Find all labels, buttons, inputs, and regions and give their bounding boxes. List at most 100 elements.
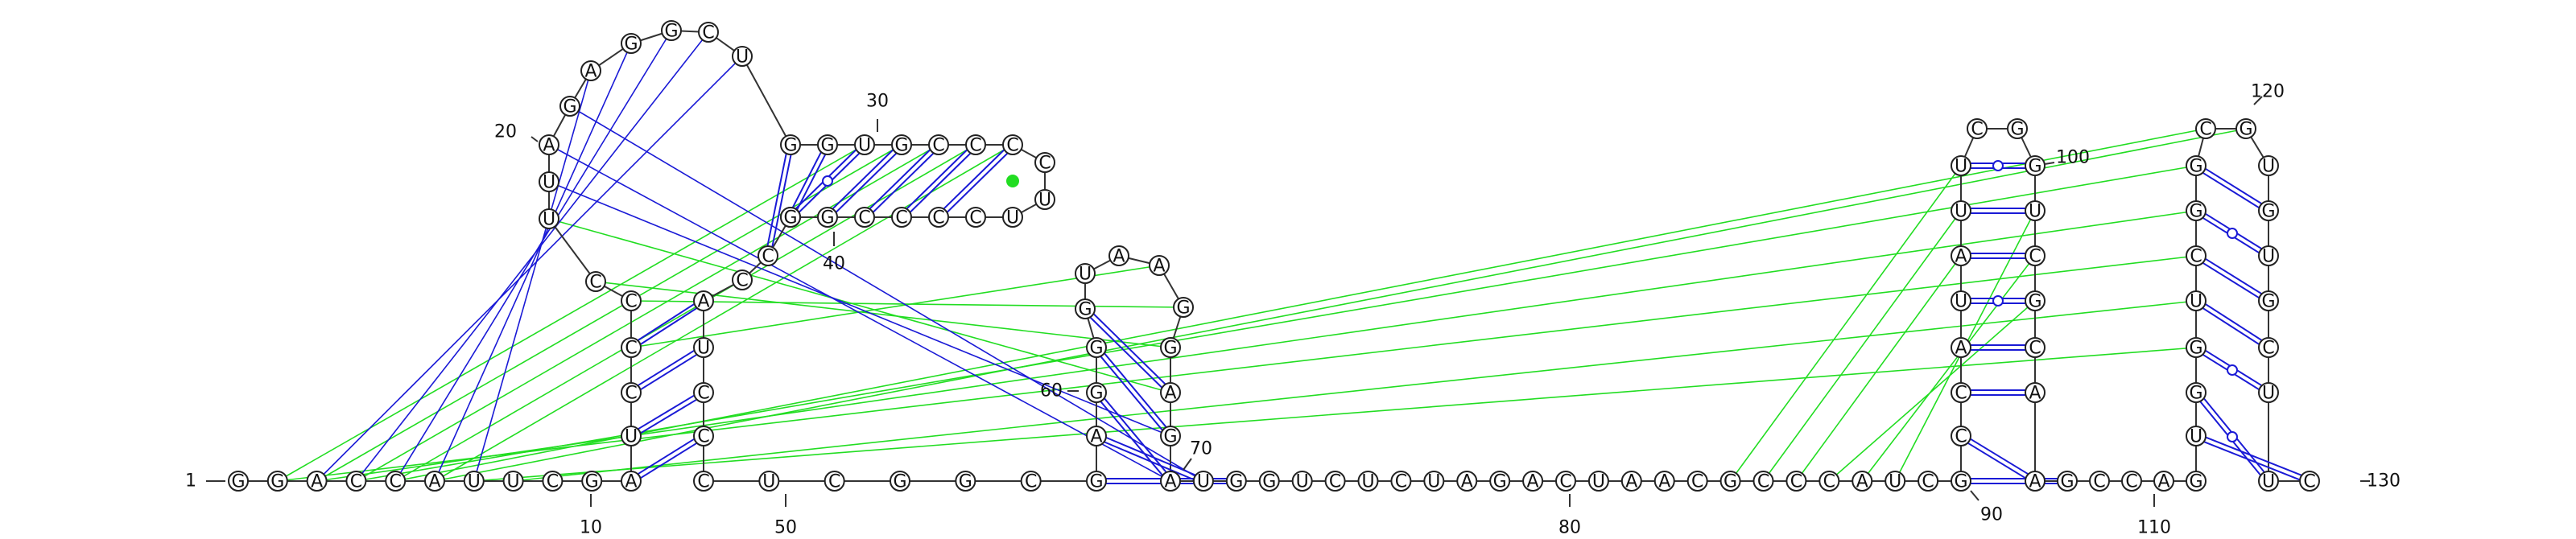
nucleotide-letter: U	[625, 427, 638, 447]
position-number: 1	[185, 471, 196, 492]
nucleotide-61: A	[1108, 245, 1129, 267]
nucleotide-letter: G	[231, 472, 245, 492]
nucleotide-110: C	[2121, 471, 2142, 492]
nucleotide-letter: U	[1006, 208, 1019, 228]
nucleotide-24: C	[698, 22, 719, 43]
green-link	[434, 128, 2247, 482]
nucleotide-circle	[2195, 118, 2216, 139]
nucleotide-circle	[621, 33, 642, 54]
nucleotide-circle	[965, 134, 986, 155]
nucleotide-126: C	[2258, 337, 2279, 359]
base-pair-lines	[629, 142, 2311, 484]
nucleotide-circle	[621, 382, 642, 403]
nucleotide-39: C	[854, 207, 875, 228]
position-number: 10	[580, 518, 602, 538]
nucleotide-circle	[854, 207, 875, 228]
nucleotide-129: C	[2299, 471, 2320, 492]
nucleotide-11: A	[621, 471, 642, 492]
nucleotide-circle	[965, 207, 986, 228]
nucleotide-letter: G	[1163, 427, 1177, 447]
nucleotide-letter: C	[828, 472, 840, 492]
nucleotide-letter: G	[2060, 472, 2074, 492]
nucleotide-73: U	[1357, 471, 1379, 492]
green-link	[1795, 255, 1962, 482]
nucleotide-114: G	[2186, 382, 2207, 404]
nucleotide-letter: U	[762, 472, 775, 492]
position-tick	[1970, 490, 1979, 501]
nucleotide-22: G	[621, 33, 642, 55]
gu-pair-marker	[822, 175, 833, 187]
nucleotide-10: G	[581, 471, 603, 492]
nucleotide-letter: U	[2262, 384, 2275, 404]
nucleotide-14: C	[621, 337, 642, 359]
nucleotide-letter: U	[1197, 472, 1210, 492]
nucleotide-40: G	[817, 207, 838, 228]
nucleotide-letter: G	[820, 208, 834, 228]
nucleotide-letter: G	[959, 472, 972, 492]
nucleotide-letter: U	[858, 136, 871, 156]
nucleotide-letter: U	[2029, 202, 2041, 222]
nucleotide-circle	[463, 471, 485, 492]
nucleotide-circle	[2057, 471, 2078, 492]
green-link	[1828, 300, 2036, 482]
nucleotide-circle	[266, 471, 288, 492]
nucleotide-113: U	[2186, 426, 2207, 447]
nucleotide-47: C	[693, 382, 714, 404]
nucleotide-letter: C	[2199, 120, 2211, 140]
position-label-70: 70	[1183, 439, 1212, 471]
nucleotide-circle	[1086, 382, 1107, 403]
nucleotide-35: U	[1002, 207, 1023, 228]
nucleotide-circle	[585, 271, 606, 292]
nucleotide-123: G	[2258, 200, 2279, 222]
nucleotide-letter: G	[783, 208, 797, 228]
green-link	[316, 144, 902, 482]
nucleotide-letter: U	[1955, 202, 1967, 222]
base-pair-line	[632, 302, 706, 351]
nucleotide-letter: G	[2010, 120, 2024, 140]
nucleotide-4: C	[345, 471, 367, 492]
nucleotide-circle	[1160, 337, 1181, 358]
position-tick	[2044, 162, 2055, 165]
base-pair-line	[825, 142, 901, 216]
nucleotide-circle	[1752, 471, 1774, 492]
base-pair-line	[2194, 257, 2268, 304]
nucleotide-circle	[621, 471, 642, 492]
blue-link	[569, 105, 1204, 482]
nucleotide-circle	[891, 207, 912, 228]
nucleotide-letter: G	[1176, 298, 1190, 319]
nucleotide-letter: G	[1954, 472, 1967, 492]
nucleotide-108: G	[2057, 471, 2078, 492]
nucleotide-circle	[2007, 118, 2028, 139]
nucleotide-90: C	[1918, 471, 1939, 492]
nucleotide-57: G	[1086, 382, 1107, 404]
nucleotide-circle	[1522, 471, 1544, 492]
nucleotide-letter: G	[1078, 300, 1092, 320]
nucleotide-circle	[228, 471, 249, 492]
nucleotide-93: C	[1951, 382, 1971, 404]
nucleotide-circle	[780, 134, 801, 155]
nucleotide-112: G	[2186, 471, 2207, 492]
blue-link	[394, 30, 672, 482]
nucleotide-letter: C	[1691, 472, 1703, 492]
nucleotide-31: C	[965, 134, 986, 156]
position-label-30: 30	[866, 92, 889, 132]
nucleotide-letter: G	[1262, 472, 1276, 492]
blue-crossing-links	[316, 30, 1204, 482]
nucleotide-106: A	[2025, 382, 2046, 404]
nucleotide-45: A	[693, 290, 714, 312]
nucleotide-circle	[1818, 471, 1840, 492]
base-pair-line	[899, 142, 975, 216]
nucleotide-letter: C	[625, 292, 637, 312]
nucleotide-86: C	[1785, 471, 1807, 492]
backbone	[238, 30, 2310, 482]
nucleotide-circle	[1489, 471, 1511, 492]
nucleotide-circle	[1918, 471, 1939, 492]
nucleotide-letter: G	[783, 136, 797, 156]
nucleotide-letter: C	[1038, 154, 1051, 174]
nucleotide-67: A	[1160, 471, 1181, 492]
green-link	[1729, 165, 1962, 482]
green-link	[434, 144, 1013, 482]
nucleotide-70: G	[1258, 471, 1280, 492]
nucleotide-85: C	[1752, 471, 1774, 492]
